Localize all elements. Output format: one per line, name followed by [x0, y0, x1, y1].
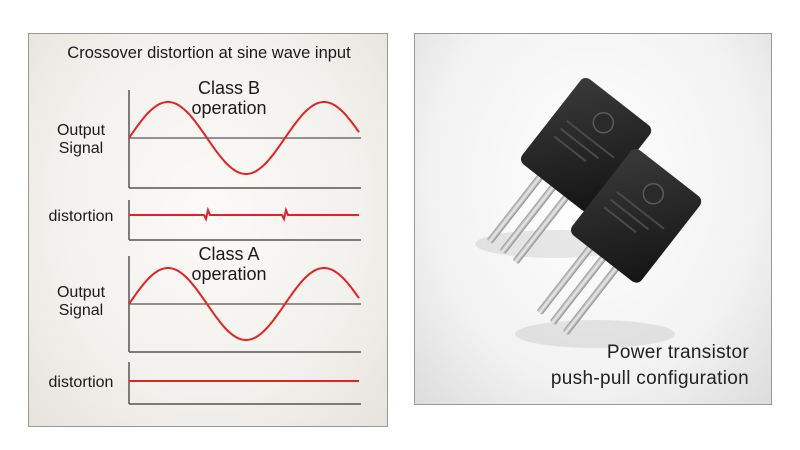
class-a-output-waveform: [128, 267, 360, 341]
class-a-distortion-label: distortion: [49, 374, 114, 391]
class-b-output-waveform: [128, 101, 360, 175]
class-a-heading-line1: Class A: [198, 244, 259, 264]
class-a-output-label-line2: Signal: [59, 302, 103, 319]
power-transistor-icon: [475, 77, 702, 348]
class-a-output-label-line1: Output: [57, 284, 106, 301]
transistor-2: [515, 148, 702, 348]
class-b-heading-line2: operation: [191, 98, 266, 118]
crossover-diagram: Crossover distortion at sine wave input …: [49, 44, 361, 405]
photo-caption-line1: Power transistor: [606, 342, 749, 363]
class-b-heading-line1: Class B: [198, 78, 260, 98]
diagram-title: Crossover distortion at sine wave input: [67, 44, 351, 62]
crossover-diagram-panel: Crossover distortion at sine wave input …: [28, 33, 388, 427]
class-b-output-label-line1: Output: [57, 122, 106, 139]
class-a-heading-line2: operation: [191, 264, 266, 284]
transistor-photo-panel: Power transistor push-pull configuration: [414, 33, 772, 405]
class-b-distortion-trace: [129, 206, 359, 222]
class-b-distortion-label: distortion: [49, 208, 114, 225]
class-b-output-label-line2: Signal: [59, 140, 103, 157]
photo-caption-line2: push-pull configuration: [550, 368, 749, 389]
